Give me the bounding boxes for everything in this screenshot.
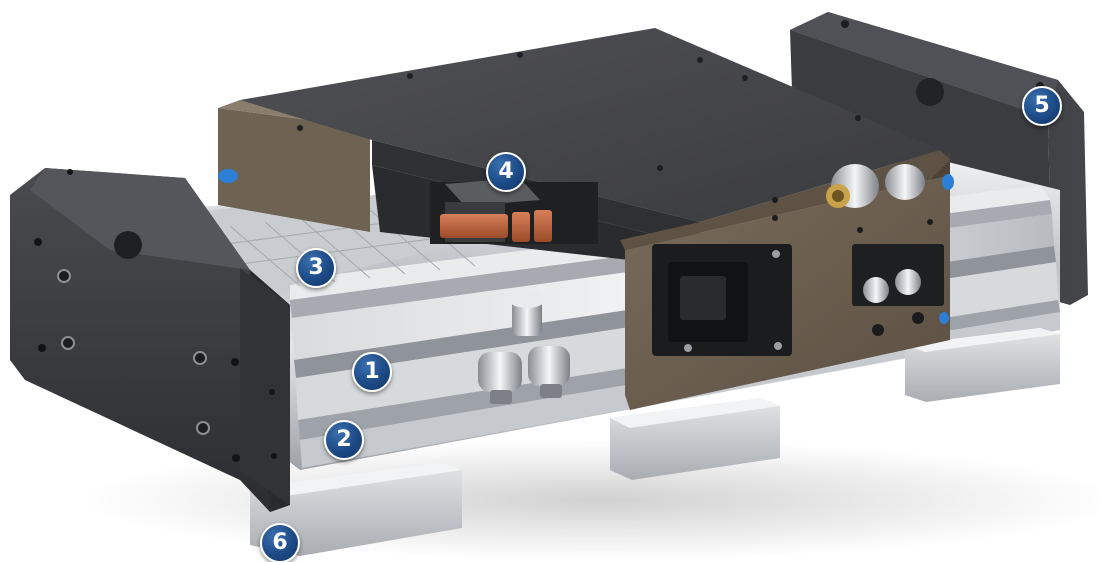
callout-marker-1: 1 bbox=[352, 352, 392, 392]
callout-marker-5: 5 bbox=[1022, 86, 1062, 126]
callout-marker-2: 2 bbox=[324, 420, 364, 460]
callout-marker-6: 6 bbox=[260, 523, 300, 562]
callout-marker-3: 3 bbox=[296, 248, 336, 288]
callout-marker-4: 4 bbox=[486, 152, 526, 192]
